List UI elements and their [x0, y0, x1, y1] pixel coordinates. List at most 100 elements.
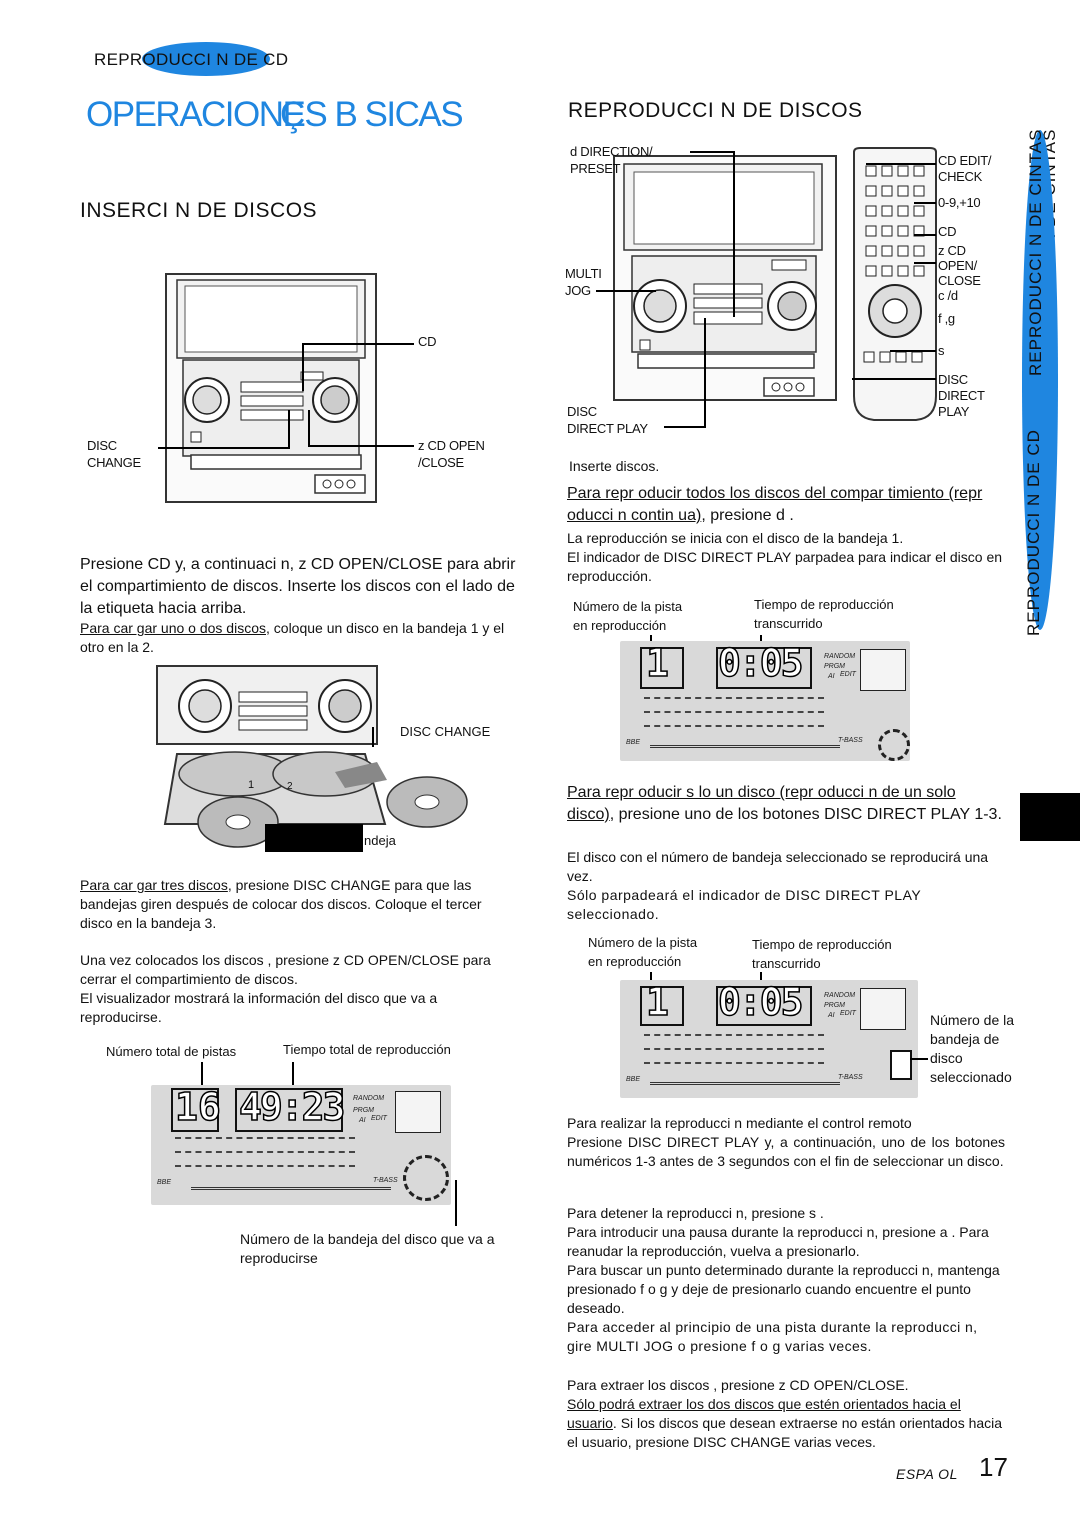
lcd-display-single-disc: 1 0:05 RANDOM PRGM AI EDIT BBE T-BASS [620, 979, 918, 1098]
label-cd-open-close: z CD OPEN /CLOSE [418, 438, 485, 470]
callout-remote-cd [914, 234, 936, 236]
lcd1-dash-3 [644, 725, 824, 727]
lcd2-bars [650, 1082, 840, 1085]
tray-number-2: 2 [287, 781, 293, 792]
callout-tray-disc-change [372, 727, 374, 747]
callout-remote-open [914, 262, 936, 264]
remote-label-cd: CD [938, 224, 957, 239]
display-text: El visualizador mostrará la información … [80, 990, 438, 1025]
all-discs-rest: , presione d . [701, 507, 794, 524]
all-discs-underlined: Para repr oducir todos los discos del co… [567, 485, 983, 524]
callout-remote-s [890, 350, 936, 352]
lcd2-ai: AI [828, 1012, 835, 1019]
three-discs-underlined: Para car gar tres discos [80, 877, 228, 893]
stop-text: Para detener la reproducci n, presione s… [567, 1205, 824, 1221]
lcd-display-total: 16 49:23 RANDOM PRGM AI EDIT BBE T-BASS [151, 1084, 451, 1205]
callout-line-disc-v [288, 410, 290, 449]
remote-label-cd-stop: c /d [938, 288, 958, 303]
all-discs-note-2: El indicador de DISC DIRECT PLAY parpade… [567, 549, 1003, 584]
tray-caption: ndeja [364, 833, 396, 848]
eject-note: Sólo podrá extraer los dos discos que es… [567, 1395, 1005, 1452]
lcd1-time-box [716, 647, 812, 689]
callout-direction-h [690, 151, 734, 153]
lcd-label-total-tracks: Número total de pistas [106, 1044, 237, 1059]
eject-note-rest: . Si los discos que desean extraerse no … [567, 1415, 1003, 1450]
step1-main-text: Presione CD y, a continuaci n, z CD OPEN… [80, 556, 516, 617]
lcd2-dash-1 [644, 1034, 824, 1036]
remote-label-cd-open: z CD OPEN/ CLOSE [938, 243, 981, 288]
lcd2-prgm: PRGM [824, 1002, 845, 1009]
label-cd: CD [418, 334, 437, 349]
lcd1-label-track: Número de la pista en reproducción [573, 599, 683, 633]
insert-discs-text: Inserte discos. [569, 458, 660, 474]
lcd-label-total-time: Tiempo total de reproducción [283, 1042, 451, 1057]
callout-line-open-h [308, 445, 414, 447]
search-text: Para buscar un punto determinado durante… [567, 1262, 1000, 1316]
one-disc-note-2: Sólo parpadeará el indicador de DISC DIR… [567, 887, 921, 922]
three-discs-text: Para car gar tres discos, presione DISC … [80, 876, 516, 933]
remote-label-fg: f ,g [938, 311, 955, 326]
lcd1-edit: EDIT [840, 671, 856, 678]
insert-heading: INSERCI N DE DISCOS [80, 199, 318, 222]
side-tab-tapes-overlay: REPRODUCCI N DE CINTAS [1026, 128, 1045, 376]
remote-text: Presione DISC DIRECT PLAY y, a continuac… [567, 1134, 1005, 1169]
tray-illustration [155, 664, 475, 854]
lcd2-edit: EDIT [840, 1010, 856, 1017]
remote-label-numbers: 0-9,+10 [938, 195, 981, 210]
lcd-dash-3 [175, 1165, 355, 1167]
lcd2-random: RANDOM [824, 992, 856, 999]
stereo-unit-illustration [165, 272, 387, 507]
callout-jog-h [596, 290, 656, 292]
lcd-tbass: T-BASS [373, 1177, 398, 1184]
callout-remote-edit [866, 163, 936, 165]
main-title: OPERACIONES B SICAS [86, 95, 464, 134]
lcd1-tbass: T-BASS [838, 737, 863, 744]
lcd-display-play-all: 1 0:05 RANDOM PRGM AI EDIT BBE T-BASS [620, 640, 910, 761]
lcd2-time-box [716, 986, 812, 1026]
lcd1-random: RANDOM [824, 653, 856, 660]
lcd2-time-digits: 0:05 [717, 979, 804, 1025]
lcd-random: RANDOM [353, 1095, 385, 1102]
one-disc-text: Para repr oducir s lo un disco (repr odu… [567, 782, 1007, 826]
one-disc-underlined: Para repr oducir s lo un disco (repr odu… [567, 784, 956, 823]
lcd2-side-label: Número de la bandeja de disco selecciona… [930, 1012, 1015, 1085]
callout-remote-num [914, 202, 936, 204]
callout-line-cd-v [302, 343, 304, 391]
lcd-tracks-digits: 16 [174, 1084, 221, 1130]
side-tab-blue-ellipse [1022, 130, 1058, 630]
lcd1-disc-icon [878, 729, 910, 761]
lcd2-label-track: Número de la pista en reproducción [588, 935, 698, 969]
lcd1-label-time: Tiempo de reproducción transcurrido [754, 597, 894, 631]
play-heading: REPRODUCCI N DE DISCOS [568, 99, 863, 122]
skip-text: Para acceder al principio de una pista d… [567, 1319, 978, 1354]
callout-direction-v [733, 151, 735, 317]
tray-disc-change-label: DISC CHANGE [400, 724, 491, 739]
callout-tracks [201, 1062, 203, 1090]
remote-label-s: s [938, 343, 945, 358]
lcd2-dash-2 [644, 1048, 824, 1050]
lcd-ai: AI [359, 1117, 366, 1124]
lcd1-dash-1 [644, 697, 824, 699]
lcd2-tray-indicator [890, 1050, 912, 1080]
stereo-unit-right [612, 146, 840, 404]
footer-page-number: 17 [979, 1452, 1008, 1482]
lcd2-track-digit: 1 [645, 979, 669, 1025]
lcd1-time-digits: 0:05 [717, 640, 804, 686]
lcd-time-digits: 49:23 [238, 1084, 346, 1130]
lcd1-track-box [640, 647, 684, 689]
lcd1-ai: AI [828, 673, 835, 680]
lcd-edit: EDIT [371, 1115, 387, 1122]
remote-control-illustration [850, 146, 940, 422]
callout-ddp-h [664, 426, 706, 428]
label-direction-preset: d DIRECTION/ PRESET [570, 144, 653, 176]
lcd-caption-tray: Número de la bandeja del disco que va a … [240, 1231, 495, 1266]
step1-sub-text: Para car gar uno o dos discos, coloque u… [80, 619, 516, 657]
remote-label-disc-direct: DISC DIRECT PLAY [938, 372, 985, 419]
callout-line-open-v [308, 410, 310, 447]
label-disc-change: DISC CHANGE [87, 438, 141, 470]
lcd-disc-icon [403, 1155, 449, 1201]
lcd2-tbass: T-BASS [838, 1074, 863, 1081]
callout-remote-ddp [852, 378, 936, 380]
lcd1-prgm: PRGM [824, 663, 845, 670]
